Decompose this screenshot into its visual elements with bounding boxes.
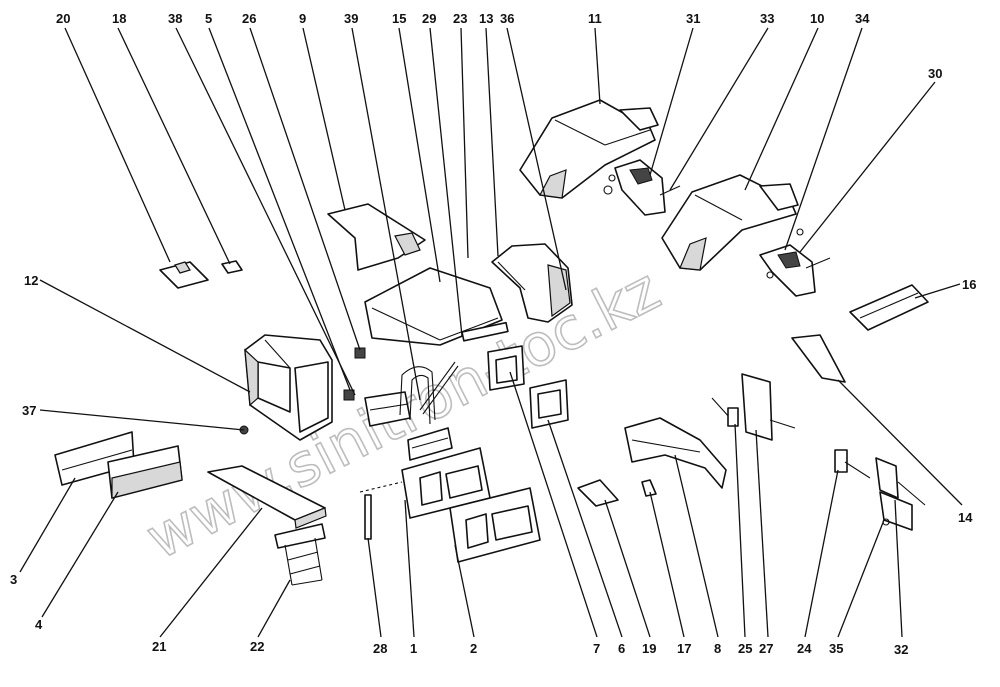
callout-14: 14 — [958, 510, 973, 525]
part-32-bracket — [875, 457, 926, 531]
callout-29: 29 — [422, 11, 436, 26]
part-14-bracket — [791, 334, 846, 383]
callout-24: 24 — [797, 641, 812, 656]
part-21-plate — [207, 465, 327, 529]
part-18-tab — [221, 260, 243, 274]
callout-17: 17 — [677, 641, 691, 656]
callout-labels: 20 18 38 5 26 9 39 15 29 23 13 36 11 31 … — [10, 11, 976, 657]
part-19-part — [577, 479, 619, 507]
callout-35: 35 — [829, 641, 843, 656]
leader-lines — [19, 27, 963, 638]
part-1-bracket — [407, 427, 453, 461]
part-10-hood — [661, 174, 799, 271]
part-28-rod — [359, 481, 403, 540]
part-20-plate — [159, 261, 209, 289]
callout-11: 11 — [588, 11, 602, 26]
part-24-clip — [834, 449, 871, 479]
callout-16: 16 — [962, 277, 976, 292]
part-27-plate — [741, 373, 796, 441]
part-13-hood-section — [491, 243, 573, 323]
part-34-bracket — [759, 228, 831, 297]
part-11-hood — [519, 99, 659, 199]
part-8-bracket — [624, 417, 727, 489]
callout-39: 39 — [344, 11, 358, 26]
callout-38: 38 — [168, 11, 182, 26]
part-25-bolt — [711, 397, 739, 427]
callout-9: 9 — [299, 11, 306, 26]
callout-21: 21 — [152, 639, 166, 654]
callout-37: 37 — [22, 403, 36, 418]
callout-22: 22 — [250, 639, 264, 654]
callout-4: 4 — [35, 617, 43, 632]
callout-18: 18 — [112, 11, 126, 26]
part-7-frame — [487, 345, 525, 391]
callout-31: 31 — [686, 11, 700, 26]
callout-3: 3 — [10, 572, 17, 587]
callout-33: 33 — [760, 11, 774, 26]
callout-25: 25 — [738, 641, 752, 656]
part-17-part — [641, 479, 657, 497]
part-26-frame — [343, 347, 411, 427]
callout-6: 6 — [618, 641, 625, 656]
callout-2: 2 — [470, 641, 477, 656]
part-9-roof-panel — [327, 203, 426, 271]
callout-7: 7 — [593, 641, 600, 656]
part-39-roll-frame — [399, 361, 459, 425]
part-6-frame — [529, 379, 569, 429]
callout-26: 26 — [242, 11, 256, 26]
part-31-bracket — [603, 159, 681, 216]
callout-23: 23 — [453, 11, 467, 26]
part-16-plate — [849, 284, 929, 331]
callout-19: 19 — [642, 641, 656, 656]
part-4-panel — [107, 445, 183, 499]
part-12-cab — [244, 334, 333, 441]
callout-20: 20 — [56, 11, 70, 26]
callout-27: 27 — [759, 641, 773, 656]
part-2-door — [449, 487, 541, 563]
callout-13: 13 — [479, 11, 493, 26]
part-23-tube — [461, 321, 509, 342]
callout-5: 5 — [205, 11, 212, 26]
callout-34: 34 — [855, 11, 870, 26]
part-22-ladder — [274, 523, 326, 586]
parts — [54, 99, 929, 586]
callout-36: 36 — [500, 11, 514, 26]
callout-32: 32 — [894, 642, 908, 657]
callout-15: 15 — [392, 11, 406, 26]
callout-8: 8 — [714, 641, 721, 656]
callout-1: 1 — [410, 641, 417, 656]
callout-28: 28 — [373, 641, 387, 656]
callout-30: 30 — [928, 66, 942, 81]
callout-10: 10 — [810, 11, 824, 26]
callout-12: 12 — [24, 273, 38, 288]
